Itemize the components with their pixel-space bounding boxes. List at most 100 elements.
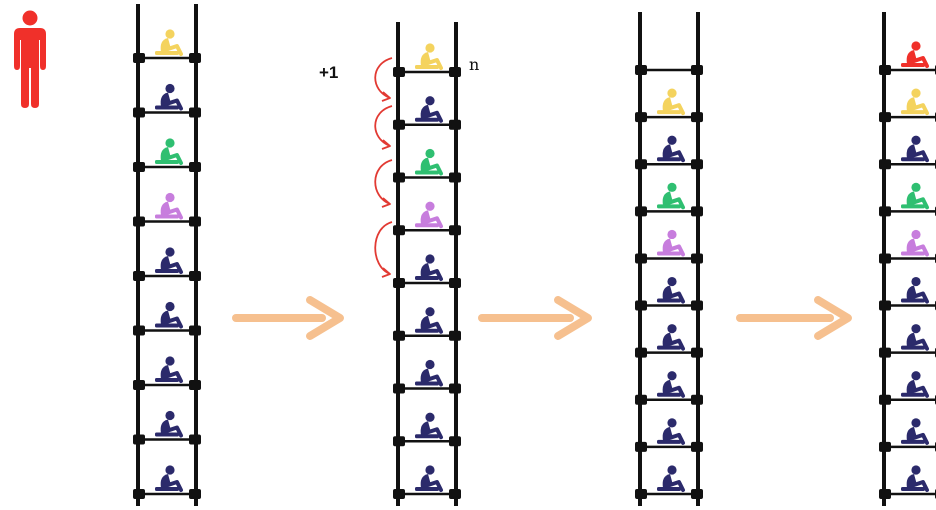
divider-peg-right xyxy=(691,253,703,264)
divider-peg-left xyxy=(635,300,647,311)
seated-passenger-icon xyxy=(901,41,929,68)
divider-peg-left xyxy=(393,436,405,447)
divider-peg-left xyxy=(879,206,891,217)
standing-person-icon xyxy=(14,10,46,108)
divider-peg-left xyxy=(879,300,891,311)
seated-passenger-icon xyxy=(155,138,183,165)
seated-passenger-icon xyxy=(415,96,443,123)
divider-peg-left xyxy=(635,206,647,217)
divider-peg-right xyxy=(691,112,703,123)
divider-peg-right xyxy=(189,434,201,445)
divider-peg-left xyxy=(879,441,891,452)
divider-peg-left xyxy=(879,489,891,499)
seated-passenger-icon xyxy=(657,465,685,492)
divider-peg-left xyxy=(635,112,647,123)
seat-column-inserted xyxy=(879,12,936,506)
increment-label: +1 xyxy=(319,63,338,82)
divider-peg-right xyxy=(691,489,703,499)
seated-passenger-icon xyxy=(415,43,443,70)
divider-peg-right xyxy=(189,380,201,390)
seated-passenger-icon xyxy=(415,307,443,334)
divider-peg-left xyxy=(133,434,145,445)
curved-arrow-icon xyxy=(374,105,393,150)
seated-passenger-icon xyxy=(657,88,685,116)
curved-arrow-icon xyxy=(374,57,393,102)
divider-peg-right xyxy=(449,225,461,236)
divider-peg-left xyxy=(635,253,647,264)
divider-peg-right xyxy=(691,394,703,405)
seated-passenger-icon xyxy=(657,135,685,163)
divider-peg-left xyxy=(393,67,405,77)
seated-passenger-icon xyxy=(901,88,929,116)
divider-peg-right xyxy=(449,119,461,130)
seated-passenger-icon xyxy=(155,192,183,220)
seated-passenger-icon xyxy=(657,324,685,351)
divider-peg-right xyxy=(189,489,201,499)
divider-peg-right xyxy=(691,65,703,75)
divider-peg-left xyxy=(393,489,405,499)
divider-peg-right xyxy=(189,325,201,336)
seated-passenger-icon xyxy=(415,254,443,281)
divider-peg-left xyxy=(133,162,145,172)
incoming-person xyxy=(14,10,46,108)
right-arrow-icon xyxy=(478,296,592,340)
seated-passenger-icon xyxy=(155,83,183,111)
seated-passenger-icon xyxy=(901,276,929,304)
divider-peg-left xyxy=(635,347,647,358)
curved-arrow-icon xyxy=(374,221,393,278)
divider-peg-left xyxy=(133,53,145,63)
seated-passenger-icon xyxy=(415,201,443,229)
seated-passenger-icon xyxy=(901,229,929,257)
divider-peg-right xyxy=(449,383,461,394)
divider-peg-right xyxy=(449,489,461,499)
divider-peg-right xyxy=(189,216,201,227)
divider-peg-right xyxy=(449,436,461,447)
seated-passenger-icon xyxy=(901,324,929,351)
seated-passenger-icon xyxy=(415,148,443,176)
divider-peg-left xyxy=(635,394,647,405)
divider-peg-left xyxy=(879,159,891,170)
divider-peg-right xyxy=(691,206,703,217)
divider-peg-left xyxy=(635,159,647,170)
seated-passenger-icon xyxy=(657,182,685,210)
divider-peg-right xyxy=(449,67,461,77)
seated-passenger-icon xyxy=(901,418,929,445)
divider-peg-left xyxy=(879,253,891,264)
divider-peg-right xyxy=(449,172,461,183)
divider-peg-right xyxy=(189,271,201,281)
seat-column-initial xyxy=(133,4,201,506)
divider-peg-right xyxy=(449,278,461,288)
seated-passenger-icon xyxy=(901,465,929,492)
seated-passenger-icon xyxy=(657,418,685,445)
divider-peg-left xyxy=(635,441,647,452)
divider-peg-left xyxy=(133,325,145,336)
divider-peg-right xyxy=(189,162,201,172)
seated-passenger-icon xyxy=(901,182,929,210)
divider-peg-left xyxy=(393,278,405,288)
right-arrow-icon xyxy=(232,296,344,340)
seated-passenger-icon xyxy=(155,356,183,383)
divider-peg-left xyxy=(393,330,405,341)
divider-peg-left xyxy=(879,112,891,123)
divider-peg-left xyxy=(393,225,405,236)
divider-peg-right xyxy=(449,330,461,341)
seated-passenger-icon xyxy=(657,371,685,398)
divider-peg-left xyxy=(635,65,647,75)
divider-peg-right xyxy=(691,441,703,452)
seat-column-shifting xyxy=(393,22,461,506)
divider-peg-left xyxy=(133,216,145,227)
divider-peg-left xyxy=(133,271,145,281)
seated-passenger-icon xyxy=(415,359,443,387)
divider-peg-left xyxy=(133,380,145,390)
seated-passenger-icon xyxy=(155,247,183,274)
divider-peg-right xyxy=(691,300,703,311)
seated-passenger-icon xyxy=(155,29,183,56)
divider-peg-right xyxy=(189,53,201,63)
divider-peg-left xyxy=(393,172,405,183)
curved-arrow-icon xyxy=(374,159,393,208)
divider-peg-left xyxy=(879,347,891,358)
stage-arrows xyxy=(232,296,852,340)
seat-column-shifted xyxy=(635,12,703,506)
divider-peg-left xyxy=(133,107,145,118)
